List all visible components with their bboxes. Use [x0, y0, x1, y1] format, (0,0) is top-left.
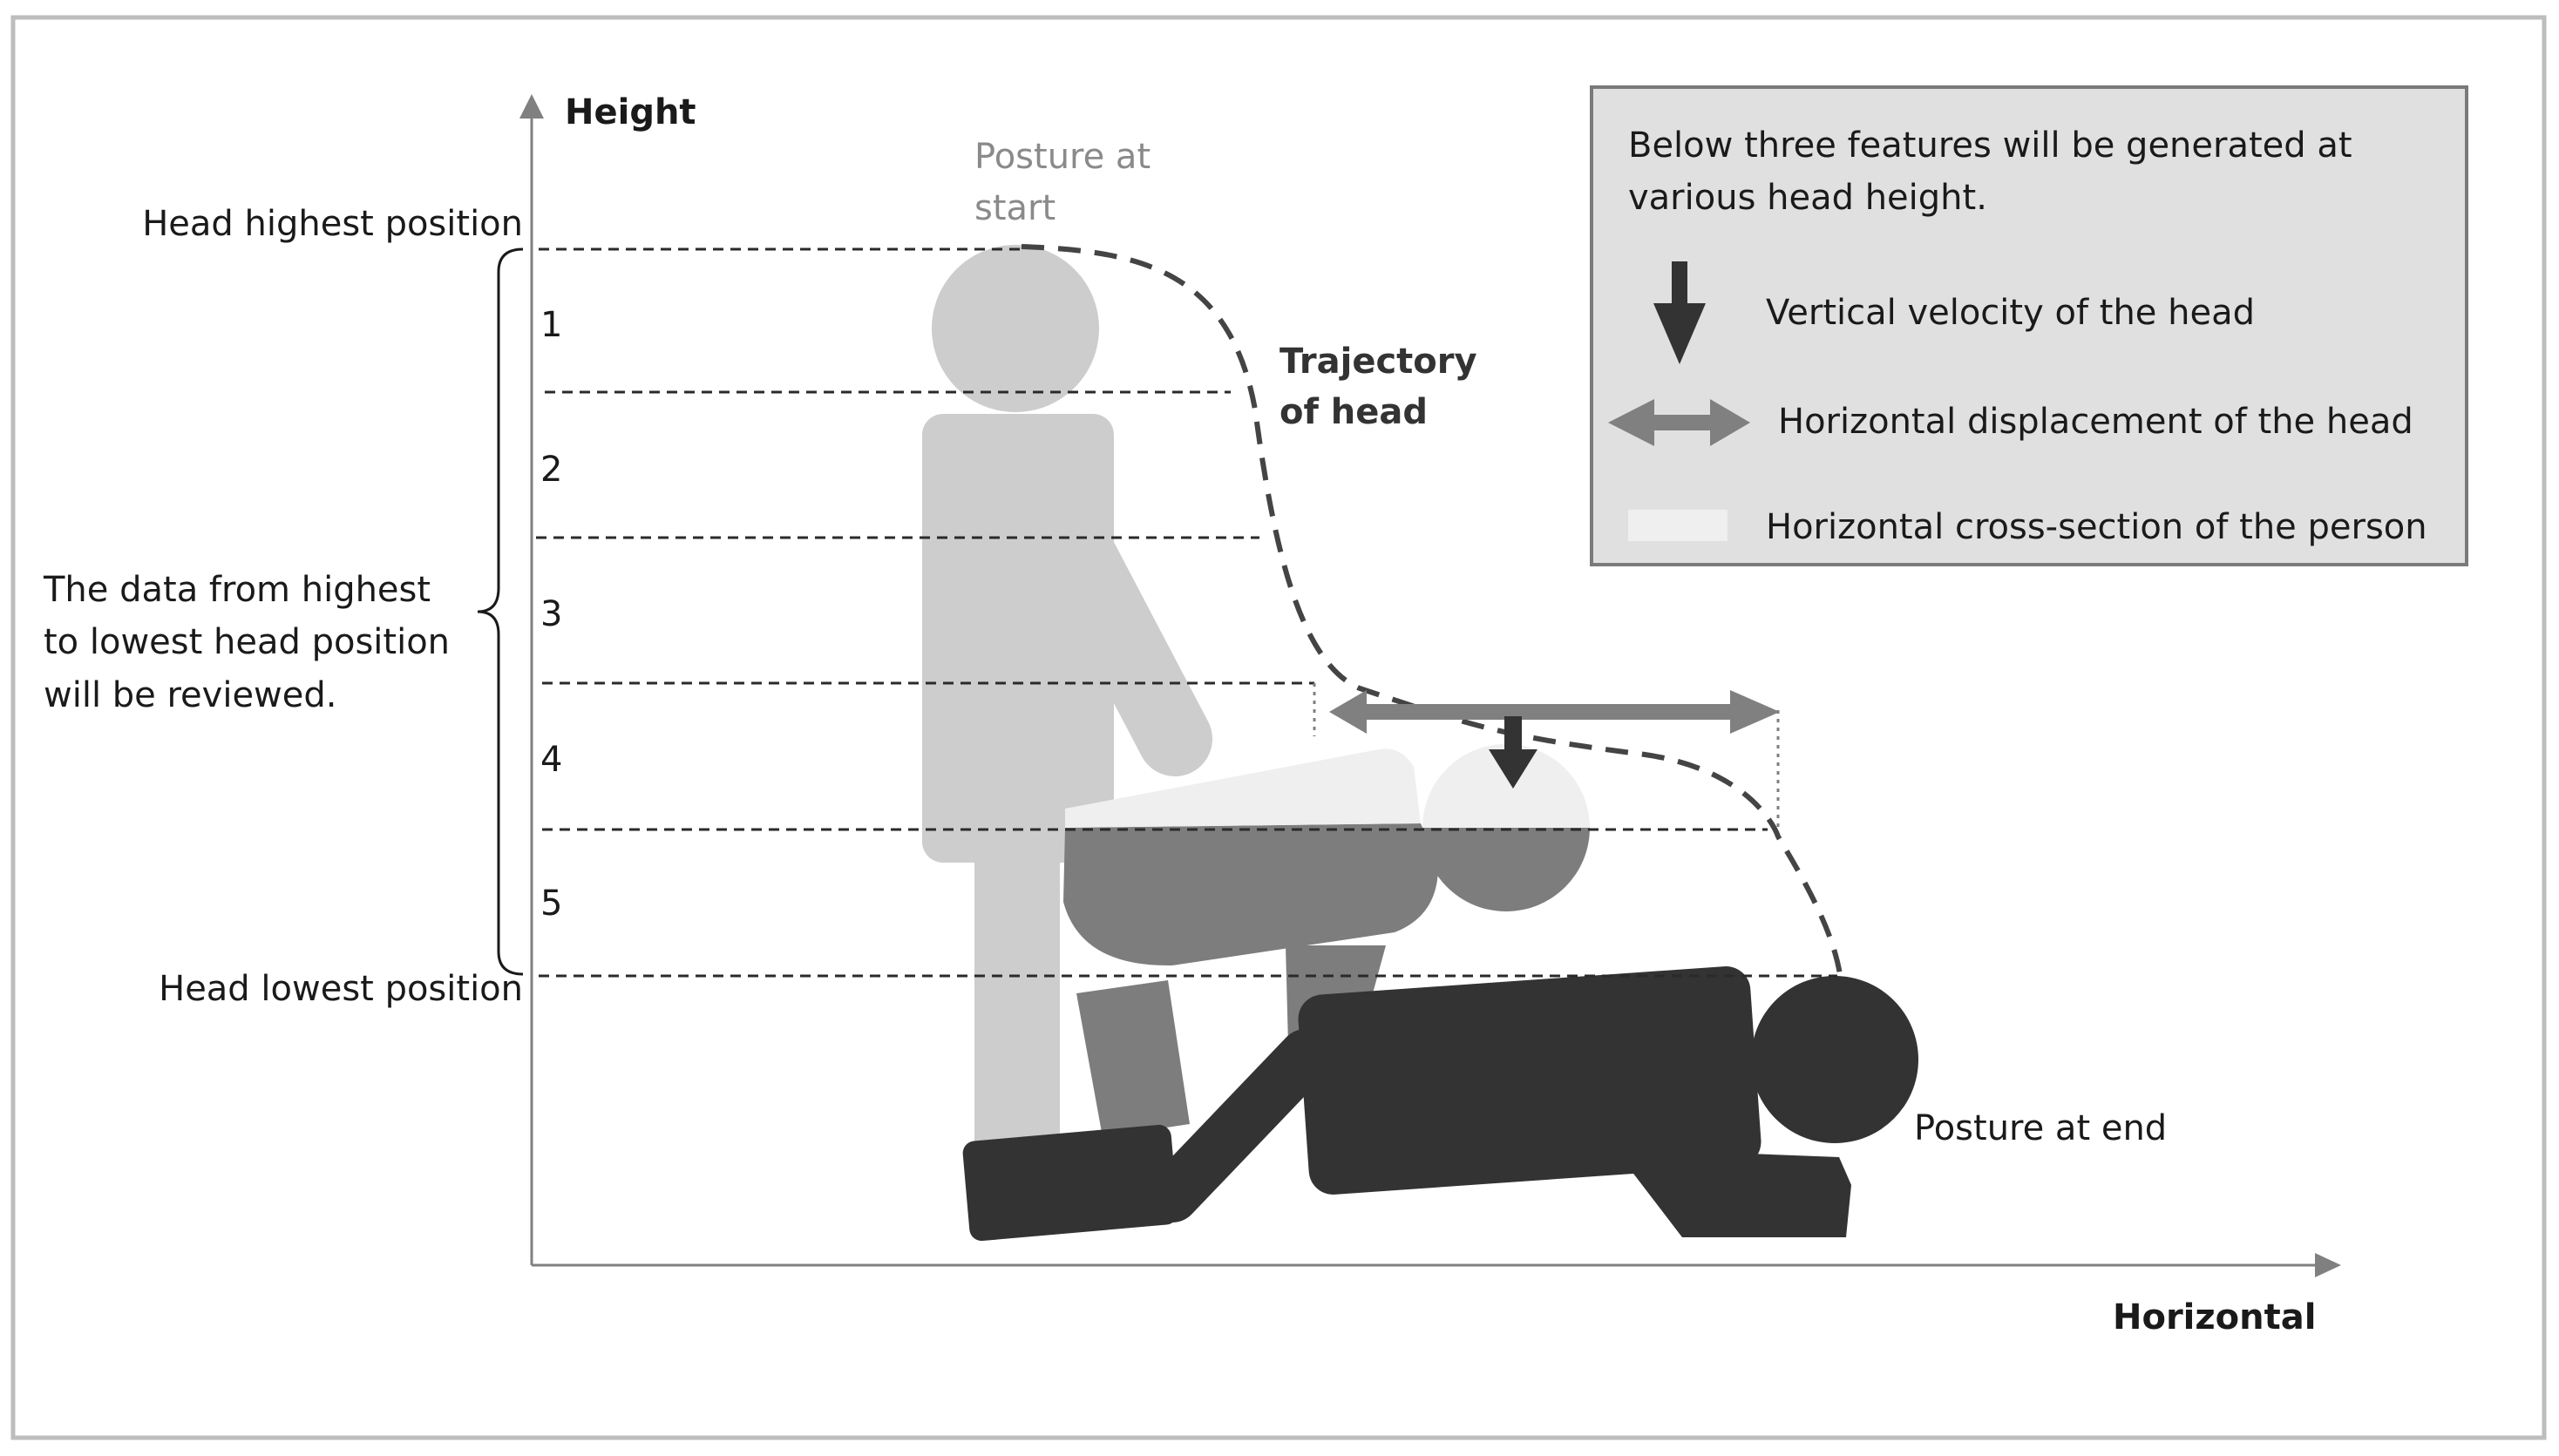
y-axis-arrow-icon	[519, 94, 544, 119]
head-lowest-label: Head lowest position	[159, 969, 523, 1009]
svg-text:Trajectory: Trajectory	[1280, 342, 1477, 382]
level-label-3: 3	[540, 594, 562, 634]
legend-item-velocity: Vertical velocity of the head	[1766, 293, 2255, 333]
trajectory-label: Trajectory of head	[1280, 342, 1477, 432]
legend-item-cross-section: Horizontal cross-section of the person	[1766, 507, 2427, 547]
x-axis-arrow-icon	[2315, 1253, 2341, 1277]
level-label-5: 5	[540, 884, 562, 924]
head-highest-label: Head highest position	[142, 204, 523, 244]
y-axis-label: Height	[565, 92, 696, 132]
legend-item-displacement: Horizontal displacement of the head	[1778, 402, 2413, 442]
cross-section-swatch-icon	[1628, 510, 1727, 541]
head-height-lines	[536, 247, 1837, 978]
double-arrow-icon	[1608, 399, 1750, 446]
start-posture-figure	[922, 245, 1212, 1233]
legend-intro-line-2: various head height.	[1628, 178, 1987, 218]
vertical-velocity-arrow	[1489, 716, 1537, 789]
svg-text:The data from highest: The data from highest	[43, 570, 431, 610]
svg-text:of head: of head	[1280, 392, 1428, 432]
bracket-note: The data from highest to lowest head pos…	[43, 570, 450, 715]
bracket	[477, 247, 524, 976]
mid-posture-figure	[1063, 744, 1590, 1137]
posture-end-label: Posture at end	[1914, 1108, 2167, 1148]
legend-box: Below three features will be generated a…	[1590, 85, 2468, 566]
svg-text:to lowest head position: to lowest head position	[44, 622, 450, 662]
horizontal-displacement-arrow	[1329, 690, 1780, 734]
displacement-guides	[1313, 683, 1780, 832]
axes: Height Horizontal	[519, 92, 2341, 1337]
svg-text:Posture at: Posture at	[974, 137, 1151, 177]
svg-text:will be reviewed.: will be reviewed.	[44, 675, 336, 715]
x-axis-label: Horizontal	[2113, 1297, 2316, 1337]
level-label-4: 4	[540, 740, 562, 780]
level-label-2: 2	[540, 450, 562, 490]
svg-text:start: start	[974, 188, 1056, 228]
posture-start-label: Posture at start	[974, 137, 1151, 228]
down-arrow-icon	[1653, 261, 1706, 364]
legend-intro-line-1: Below three features will be generated a…	[1628, 125, 2352, 166]
end-posture-figure	[962, 966, 1918, 1242]
level-label-1: 1	[540, 305, 562, 345]
